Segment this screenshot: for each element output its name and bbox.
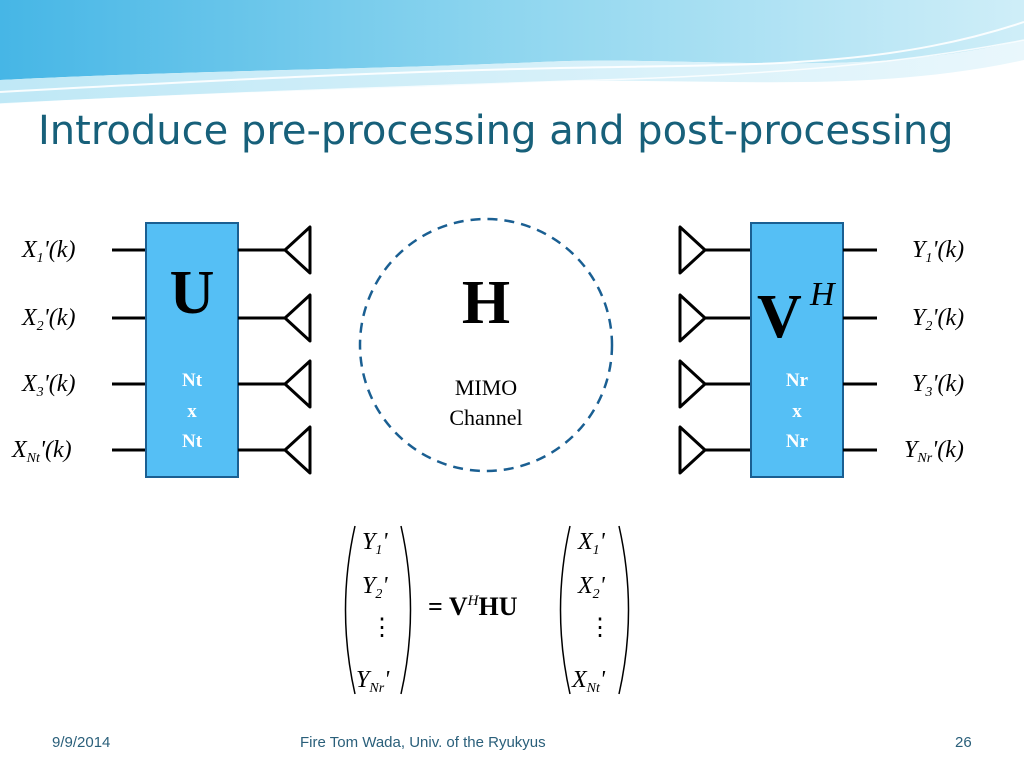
rx-antenna-icon (678, 225, 751, 275)
channel-line1: MIMO (454, 375, 518, 400)
precoder-size-mid: x (187, 401, 197, 422)
slide-title: Introduce pre-processing and post-proces… (38, 108, 954, 154)
rx-output-label: Y3'(k) (912, 371, 965, 400)
footer-date: 9/9/2014 (52, 734, 111, 751)
footer-author: Fire Tom Wada, Univ. of the Ryukyus (300, 734, 546, 751)
tx-input-label: X2'(k) (22, 305, 76, 334)
rx-output-label: YNr'(k) (904, 437, 964, 466)
postcoder-symbol: V (757, 283, 802, 351)
rx-antenna-icon (678, 359, 751, 409)
lhs-vector-entry: YNr' (356, 667, 390, 696)
channel-symbol: H (461, 269, 511, 337)
tx-input-label: X1'(k) (22, 237, 76, 266)
rx-output-label: Y1'(k) (912, 237, 965, 266)
rhs-vector-entry: XNt' (572, 667, 606, 696)
tx-antenna-icon (238, 425, 312, 475)
postcoder-size-top: Nr (785, 370, 809, 391)
rhs-vector-entry: X1' (578, 529, 605, 558)
lhs-vector-entry: Y1' (362, 529, 388, 558)
lhs-right-bracket (400, 525, 412, 695)
lhs-vector-entry: Y2' (362, 573, 388, 602)
rhs-left-bracket (559, 525, 571, 695)
rx-output-label: Y2'(k) (912, 305, 965, 334)
tx-input-label: X3'(k) (22, 371, 76, 400)
rhs-vector-ellipsis: ⋮ (588, 615, 612, 641)
postcoder-block (750, 222, 844, 478)
tx-antenna-icon (238, 293, 312, 343)
postcoder-size-bot: Nr (785, 431, 809, 452)
rhs-vector-entry: X2' (578, 573, 605, 602)
precoder-block (145, 222, 239, 478)
tx-antenna-icon (238, 359, 312, 409)
rx-antenna-icon (678, 425, 751, 475)
tx-antenna-icon (238, 225, 312, 275)
postcoder-size-mid: x (792, 401, 802, 422)
footer-page-number: 26 (955, 734, 972, 751)
channel-line2: Channel (449, 405, 523, 430)
rx-antenna-icon (678, 293, 751, 343)
header-wave (0, 0, 1024, 105)
tx-input-label: XNt'(k) (12, 437, 72, 466)
lhs-vector-ellipsis: ⋮ (370, 615, 394, 641)
equation-operator: = VHHU (428, 592, 518, 621)
postcoder-superscript: H (810, 276, 835, 313)
lhs-left-bracket (344, 525, 356, 695)
precoder-size-top: Nt (181, 370, 203, 391)
rhs-right-bracket (618, 525, 630, 695)
precoder-symbol: U (169, 259, 215, 327)
precoder-size-bot: Nt (181, 431, 203, 452)
channel-circle (358, 217, 614, 473)
